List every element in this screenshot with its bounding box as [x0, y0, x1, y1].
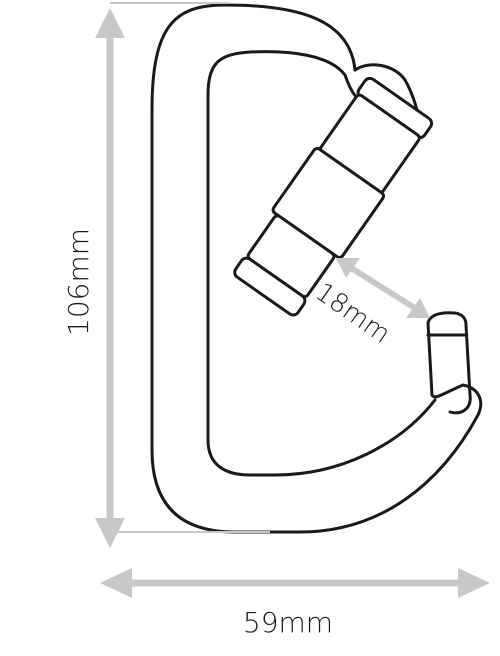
width-label: 59mm — [243, 606, 333, 639]
frame-inner-outline — [206, 50, 437, 477]
frame-outer-outline — [150, 3, 483, 534]
height-label: 106mm — [62, 228, 95, 336]
carabiner-frame — [150, 3, 483, 534]
height-dimension: 106mm — [62, 2, 270, 548]
gate-opening-arrow-head-end — [406, 298, 430, 318]
sleeve-bottom-cap — [233, 256, 307, 317]
width-dimension: 59mm — [100, 568, 490, 639]
gate-opening-arrow-line — [346, 263, 420, 313]
height-arrow-head-top — [95, 8, 125, 38]
gate-sleeve — [233, 76, 434, 317]
gate-catch — [426, 311, 472, 415]
width-arrow-head-left — [100, 568, 132, 598]
gate-opening-dimension: 18mm — [310, 258, 430, 350]
gate-opening-arrow-head-start — [336, 258, 360, 278]
width-arrow-head-right — [458, 568, 490, 598]
